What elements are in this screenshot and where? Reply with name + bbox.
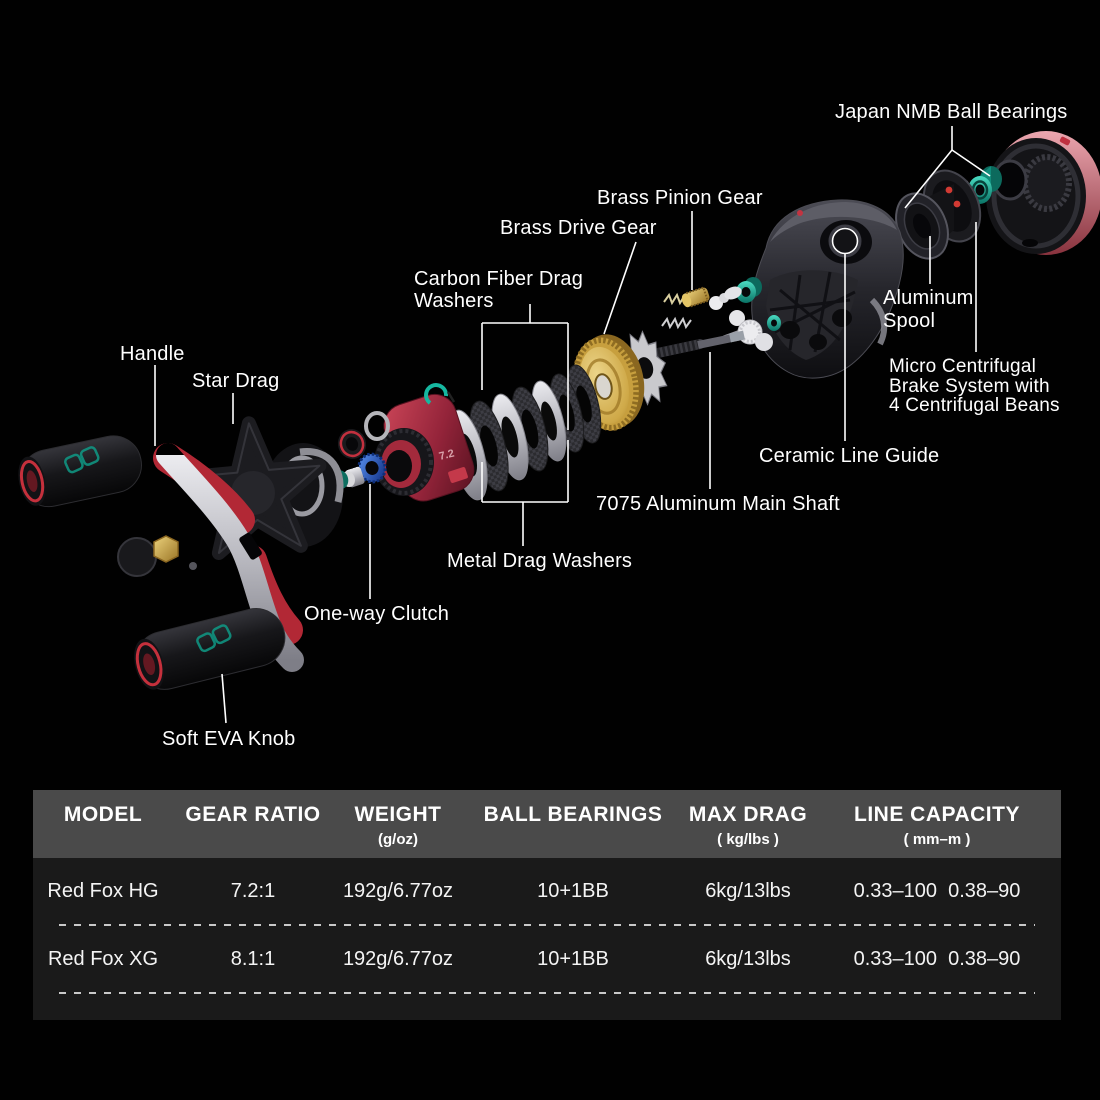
cell-gear-ratio: 8.1:1 [230,947,276,970]
label-7075-aluminum-main-shaft: 7075 Aluminum Main Shaft [596,493,840,515]
star-drag-part [179,416,344,560]
cell-line-capacity: 0.33–100 0.38–90 [853,947,1021,970]
column-header-unit: (g/oz) [378,831,418,848]
label-one-way-clutch: One-way Clutch [304,603,450,625]
column-header-label: WEIGHT [354,803,442,826]
cell-ball-bearings: 10+1BB [537,879,609,902]
cell-model: Red Fox HG [47,879,159,902]
row-divider [59,992,1035,994]
cell-max-drag: 6kg/13lbs [705,947,791,970]
label-micro-centrifugal-brake: Micro Centrifugal Brake System with 4 Ce… [889,356,1060,416]
column-header-label: LINE CAPACITY [854,803,1020,826]
leader-lines [154,126,991,724]
label-carbon-fiber-drag-washers: Carbon Fiber Drag Washers [414,268,584,312]
cell-weight: 192g/6.77oz [342,947,454,970]
column-header-line-capacity: LINE CAPACITY ( mm–m ) [813,790,1061,858]
spec-table-header: MODEL GEAR RATIO WEIGHT (g/oz) BALL BEAR… [33,790,1061,858]
ceramic-guide-ring [831,227,859,255]
spec-table-body: Red Fox HG 7.2:1 192g/6.77oz 10+1BB 6kg/… [33,858,1061,1020]
leader-carbon-washers [481,304,569,430]
column-header-label: GEAR RATIO [185,803,321,826]
cell-weight: 192g/6.77oz [342,879,454,902]
column-header-model: MODEL [33,790,173,858]
spec-table: MODEL GEAR RATIO WEIGHT (g/oz) BALL BEAR… [33,790,1061,1020]
metal-drag-washer [491,393,529,481]
gear-ratio-marking: 7.2 [438,448,456,463]
pinion-spring-cluster [661,286,742,330]
handle-nut [153,535,179,563]
cell-line-capacity: 0.33–100 0.38–90 [853,879,1021,902]
brass-pinion-gear-part [681,286,710,308]
label-star-drag: Star Drag [192,370,280,392]
handle-cap-disc [117,537,157,577]
label-soft-eva-knob: Soft EVA Knob [162,728,296,750]
column-header-max-drag: MAX DRAG ( kg/lbs ) [683,790,813,858]
cell-gear-ratio: 7.2:1 [230,879,276,902]
label-brass-drive-gear: Brass Drive Gear [500,217,657,239]
side-cover [986,131,1100,255]
row-divider [59,924,1035,926]
cell-max-drag: 6kg/13lbs [705,879,791,902]
column-header-unit: ( mm–m ) [903,831,971,848]
column-header-gear-ratio: GEAR RATIO [173,790,333,858]
leader-brass-drive [603,241,637,335]
leader-japan-nmb-right [951,149,991,177]
cell-model: Red Fox XG [47,947,159,970]
main-shaft-part [653,330,745,358]
reel-frame [723,199,904,379]
label-handle: Handle [120,343,185,365]
table-row: Red Fox XG 8.1:1 192g/6.77oz 10+1BB 6kg/… [33,926,1061,992]
column-header-unit: ( kg/lbs ) [717,831,779,848]
leader-metal-washers [481,440,569,546]
label-metal-drag-washers: Metal Drag Washers [447,550,633,572]
label-brass-pinion-gear: Brass Pinion Gear [597,187,763,209]
drag-housing: 7.2 [374,383,475,502]
handle-knob-bottom [134,608,286,690]
cell-ball-bearings: 10+1BB [537,947,609,970]
label-ceramic-line-guide: Ceramic Line Guide [759,445,940,467]
label-aluminum-spool: Aluminum Spool [883,287,974,332]
handle-knob-top [18,435,142,508]
column-header-label: BALL BEARINGS [483,803,663,826]
label-japan-nmb-ball-bearings: Japan NMB Ball Bearings [835,101,1068,123]
ceramic-line-guide-part [828,224,862,258]
column-header-ball-bearings: BALL BEARINGS [463,790,683,858]
leader-soft-eva [221,673,227,724]
column-header-label: MAX DRAG [688,803,808,826]
table-row: Red Fox HG 7.2:1 192g/6.77oz 10+1BB 6kg/… [33,858,1061,924]
cap-with-red-ring [337,429,367,459]
column-header-label: MODEL [63,803,143,826]
column-header-weight: WEIGHT (g/oz) [333,790,463,858]
knob-logo [196,624,232,653]
knob-logo [64,446,100,474]
